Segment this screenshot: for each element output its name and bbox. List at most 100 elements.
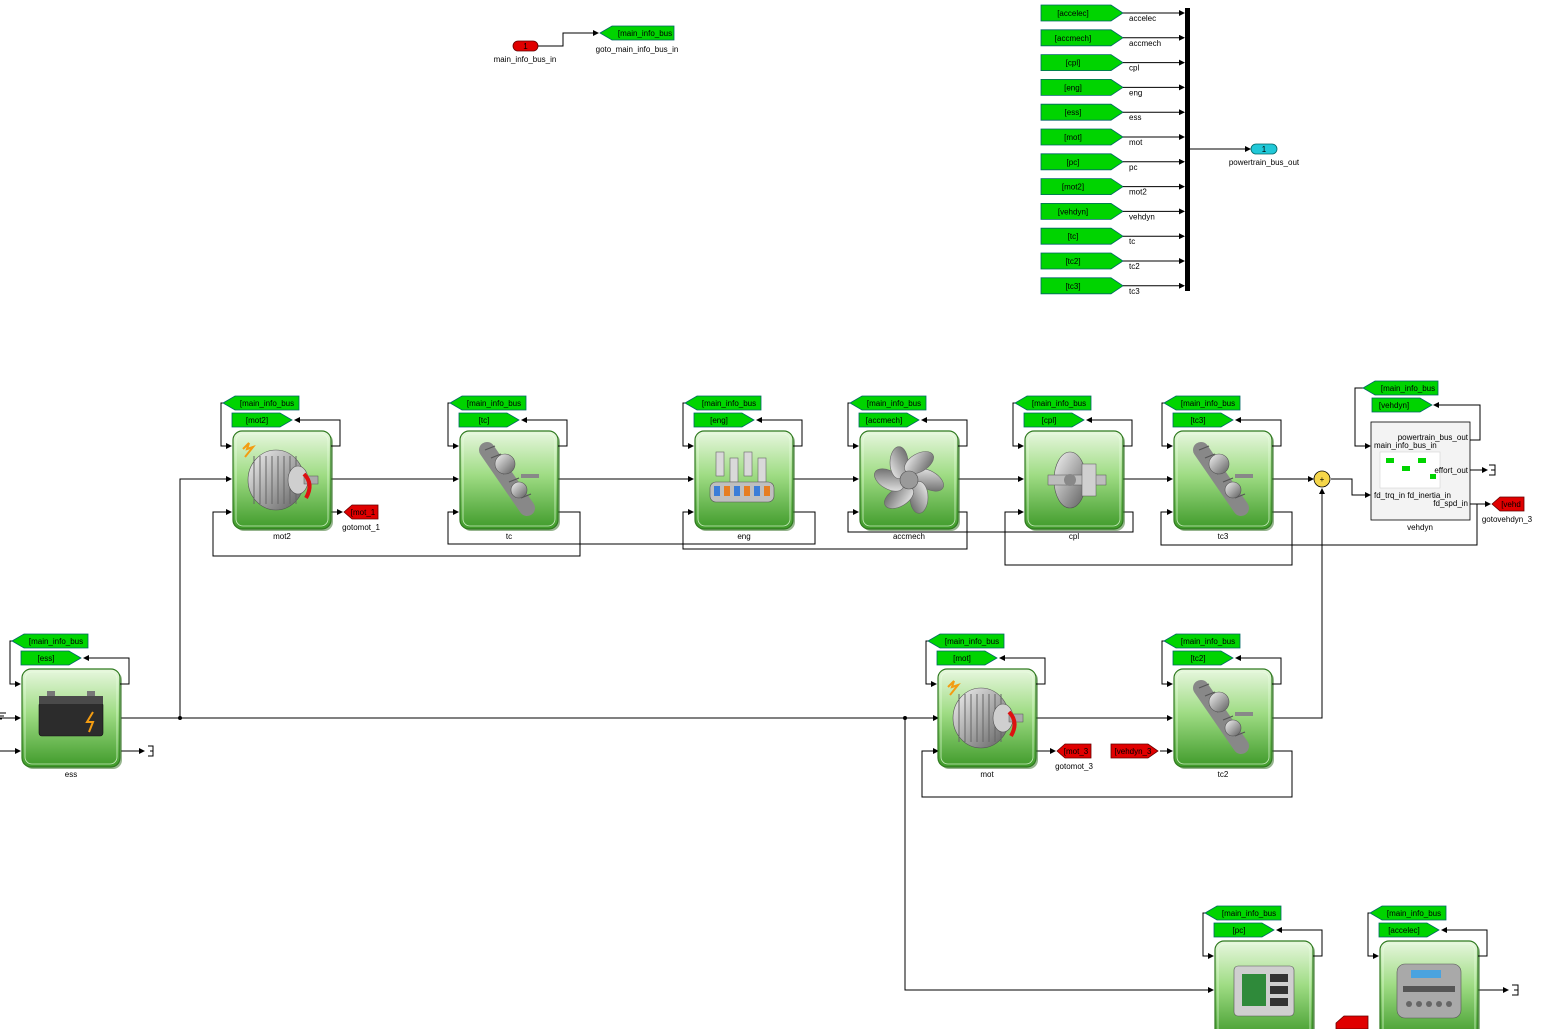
block-mot[interactable]: [937, 668, 1038, 769]
goto-tag-label: [tc]: [479, 416, 490, 425]
from-vehdyn-3[interactable]: [vehdyn_3: [1110, 743, 1159, 759]
block-label: cpl: [1069, 532, 1079, 541]
goto-tag-label: [eng]: [710, 416, 728, 425]
from-main-info-bus[interactable]: [main_info_bus: [1014, 395, 1092, 411]
from-main-info-bus[interactable]: [main_info_bus: [1369, 905, 1447, 921]
goto-accelec[interactable]: [accelec]: [1378, 922, 1440, 938]
from-tag-mot2[interactable]: [mot2]: [1040, 178, 1124, 196]
block-tc3[interactable]: [1173, 430, 1274, 531]
sum-block[interactable]: +: [1313, 470, 1331, 488]
block-label: eng: [737, 532, 750, 541]
goto-tag-label: [tc3]: [1190, 416, 1205, 425]
svg-text:[vehdyn]: [vehdyn]: [1379, 401, 1409, 410]
from-main-info-bus[interactable]: [main_info_bus: [11, 633, 89, 649]
block-tc[interactable]: [459, 430, 560, 531]
from-tag-cpl[interactable]: [cpl]: [1040, 54, 1124, 71]
from-tag-accelec[interactable]: [accelec]: [1040, 4, 1124, 22]
from-main-info-bus[interactable]: [main_info_bus: [849, 395, 927, 411]
block-mot2[interactable]: [232, 430, 333, 531]
from-tag-label: [main_info_bus: [29, 637, 83, 646]
bus-signal-name: tc: [1129, 237, 1135, 246]
from-tag-label: [vehdyn]: [1058, 207, 1088, 216]
goto-ess[interactable]: [ess]: [20, 650, 82, 666]
from-tag-pc[interactable]: [pc]: [1040, 153, 1124, 171]
goto-vehdyn[interactable]: [1371, 397, 1433, 413]
bus-signal-name: accmech: [1129, 39, 1161, 48]
powertrain-bus-outport[interactable]: 1: [1250, 143, 1278, 155]
block-ess[interactable]: [21, 668, 122, 769]
goto-eng[interactable]: [eng]: [693, 412, 755, 428]
block-accelec[interactable]: [1379, 940, 1480, 1029]
goto-mot-3[interactable]: [mot_3: [1056, 743, 1092, 759]
from-main-info-bus[interactable]: [main_info_bus: [927, 633, 1005, 649]
goto-tag-label: [accelec]: [1388, 926, 1420, 935]
from-tag-label: [cpl]: [1066, 59, 1081, 68]
vehdyn-from-tags: [main_info_bus [vehdyn]: [1354, 380, 1481, 449]
bus-signal-name: vehdyn: [1129, 212, 1155, 221]
from-tag-label: [pc]: [1067, 158, 1080, 167]
terminator-accelec[interactable]: [1512, 984, 1519, 996]
block-cpl[interactable]: [1024, 430, 1125, 531]
from-main-info-bus[interactable]: [main_info_bus: [684, 395, 762, 411]
block-pc[interactable]: [1214, 940, 1315, 1029]
goto-accmech[interactable]: [accmech]: [858, 412, 920, 428]
block-label: tc2: [1218, 770, 1229, 779]
bus-signal-name: eng: [1129, 88, 1142, 97]
from-tag-mot[interactable]: [mot]: [1040, 128, 1124, 146]
from-tag-label: [main_info_bus: [867, 399, 921, 408]
svg-text:[main_info_bus: [main_info_bus: [1381, 384, 1435, 393]
from-tag-label: [main_info_bus: [1181, 637, 1235, 646]
block-label: ess: [65, 770, 77, 779]
goto-tag-label: [cpl]: [1042, 416, 1057, 425]
goto-cpl[interactable]: [cpl]: [1023, 412, 1085, 428]
block-tc2[interactable]: [1173, 668, 1274, 769]
goto-tag-label: [mot]: [953, 654, 971, 663]
ground-ess-left: [0, 712, 6, 720]
goto-mot[interactable]: [mot]: [936, 650, 998, 666]
from-tag-ess[interactable]: [ess]: [1040, 103, 1124, 121]
goto-tc2[interactable]: [tc2]: [1172, 650, 1234, 666]
goto-tag-label: [tc2]: [1190, 654, 1205, 663]
bus-signal-name: mot2: [1129, 188, 1147, 197]
goto-tc[interactable]: [tc]: [458, 412, 520, 428]
block-accmech[interactable]: [859, 430, 960, 531]
terminator-vehdyn[interactable]: [1489, 464, 1496, 476]
from-tag-tc[interactable]: [tc]: [1040, 227, 1124, 245]
goto-vehdyn-3[interactable]: [vehd: [1491, 496, 1525, 512]
goto-tag-label: [accmech]: [866, 416, 902, 425]
from-tag-tc2[interactable]: [tc2]: [1040, 252, 1124, 270]
from-main-info-bus[interactable]: [main_info_bus: [1163, 633, 1241, 649]
from-tag-tc3[interactable]: [tc3]: [1040, 277, 1124, 295]
from-tag-label: [mot2]: [1062, 183, 1084, 192]
from-tag-label: [main_info_bus: [1032, 399, 1086, 408]
goto-tc3[interactable]: [tc3]: [1172, 412, 1234, 428]
from-main-info-bus[interactable]: [main_info_bus: [222, 395, 300, 411]
goto-tag-label: [mot2]: [246, 416, 268, 425]
from-main-info-bus-vehdyn[interactable]: [1362, 380, 1439, 396]
bus-signal-name: mot: [1129, 138, 1143, 147]
from-main-info-bus[interactable]: [main_info_bus: [449, 395, 527, 411]
from-tag-vehdyn[interactable]: [vehdyn]: [1040, 202, 1124, 220]
goto-tag-label: [pc]: [1233, 926, 1246, 935]
terminator-ess[interactable]: [148, 745, 154, 757]
goto-bottom-partial[interactable]: [1335, 1015, 1369, 1029]
goto-main-info-bus[interactable]: [main_info_bus: [599, 25, 675, 41]
gotovehdyn-3-label: gotovehdyn_3: [1482, 515, 1533, 524]
goto-mot2[interactable]: [mot2]: [231, 412, 293, 428]
from-tag-accmech[interactable]: [accmech]: [1040, 29, 1124, 47]
bus-creator-bar[interactable]: [1185, 8, 1190, 291]
from-main-info-bus[interactable]: [main_info_bus: [1163, 395, 1241, 411]
from-tag-label: [tc2]: [1065, 257, 1080, 266]
from-tag-label: [main_info_bus: [1181, 399, 1235, 408]
from-tag-eng[interactable]: [eng]: [1040, 79, 1124, 96]
from-main-info-bus[interactable]: [main_info_bus: [1204, 905, 1282, 921]
block-eng[interactable]: [694, 430, 795, 531]
goto-pc[interactable]: [pc]: [1213, 922, 1275, 938]
block-label: accmech: [893, 532, 925, 541]
vehdyn-block[interactable]: main_info_bus_in fd_trq_in fd_inertia_in…: [1370, 421, 1471, 521]
from-tag-label: [accelec]: [1057, 9, 1089, 18]
from-tag-label: [eng]: [1064, 83, 1082, 92]
goto-tag-label: [ess]: [38, 654, 55, 663]
main-info-bus-inport[interactable]: 1: [512, 40, 539, 52]
goto-mot-1[interactable]: [mot_1: [343, 504, 379, 520]
